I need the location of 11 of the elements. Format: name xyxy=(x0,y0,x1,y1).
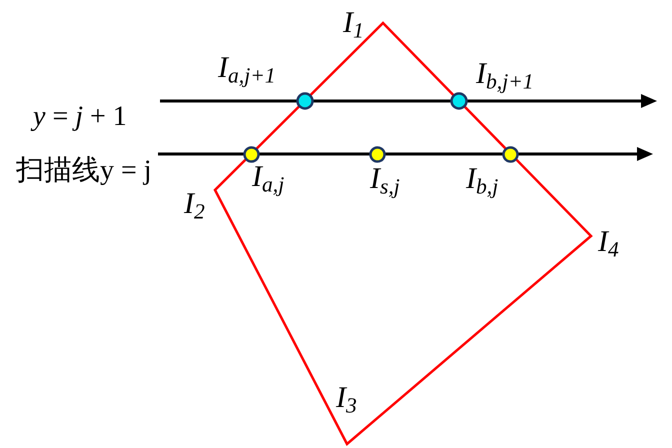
vertex-label: I$_{2}$ xyxy=(184,186,205,225)
vertex-label: I$_{3}$ xyxy=(336,380,357,419)
point-label: I$_{s,j}$ xyxy=(370,161,400,200)
point-label: I$_{a,j}$ xyxy=(252,159,284,198)
vertex-label: I$_{1}$ xyxy=(343,5,364,44)
scan-line-label: 扫描线y = j xyxy=(16,154,152,188)
point-label: I$_{b,j}$ xyxy=(466,161,498,200)
point-label: I$_{a,j+1}$ xyxy=(218,50,276,89)
point-label: I$_{b,j+1}$ xyxy=(476,56,534,95)
scan-line-label: y = j + 1 xyxy=(33,97,127,136)
vertex-label: I$_{4}$ xyxy=(598,224,619,263)
